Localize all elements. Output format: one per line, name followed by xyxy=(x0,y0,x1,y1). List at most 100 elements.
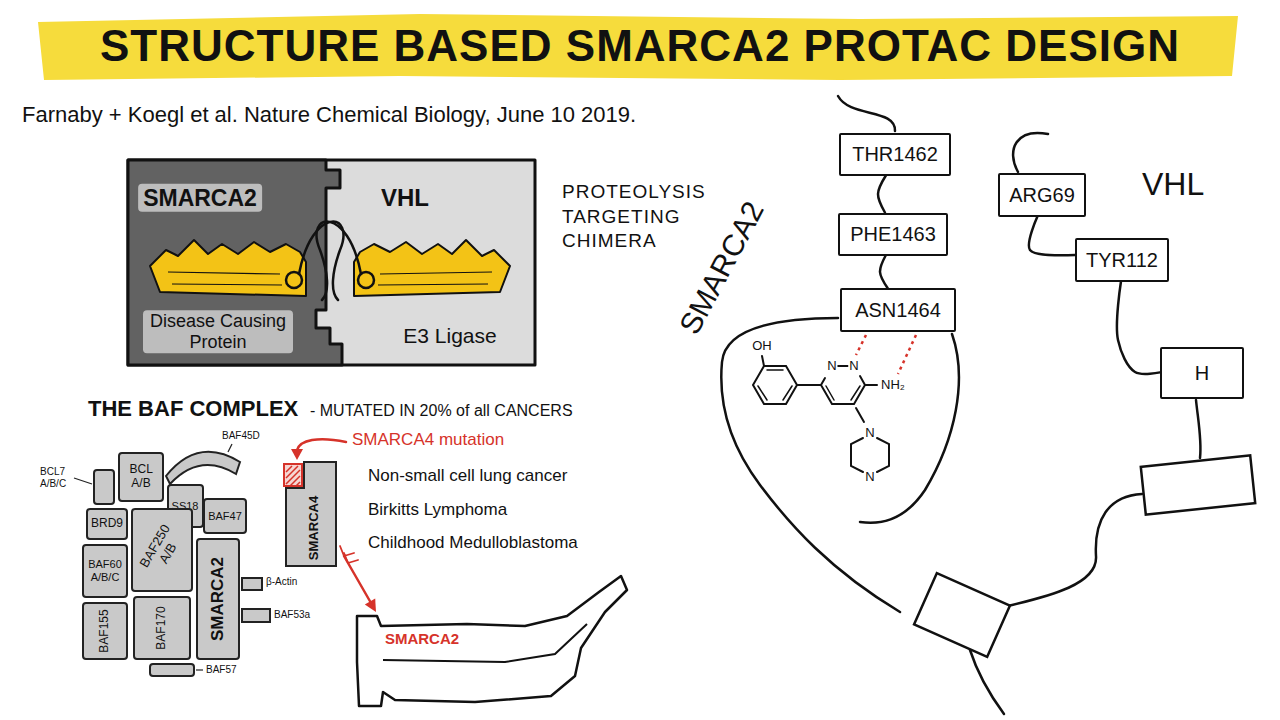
node-text: BAF47 xyxy=(208,510,242,523)
ligand-key xyxy=(150,240,306,296)
title-highlight xyxy=(38,14,1238,80)
node-text: BCL A/B xyxy=(130,463,153,491)
protein-label: VHL xyxy=(1142,166,1204,203)
outline-groove xyxy=(383,624,587,662)
linker-loop xyxy=(317,222,361,300)
title-highlight xyxy=(38,14,1238,80)
node-text: BAF250 A/B xyxy=(137,522,186,578)
atom-label: N xyxy=(864,426,875,441)
subunit-label: BAF57 xyxy=(206,664,237,676)
backbone-connector xyxy=(1117,282,1160,374)
title: STRUCTURE BASED SMARCA2 PROTAC DESIGN xyxy=(100,21,1180,72)
subunit-label: β-Actin xyxy=(266,576,297,588)
leader-line xyxy=(196,669,203,670)
cancer-type: Childhood Medulloblastoma xyxy=(368,533,578,553)
subunit-piece: BAF60 A/B/C xyxy=(82,544,128,598)
protein-backbone xyxy=(838,96,895,131)
subunit-label: BAF45D xyxy=(222,430,260,442)
leader-line xyxy=(74,478,92,484)
atom-label: N xyxy=(864,470,875,485)
annotation-text: - MUTATED IN 20% of all CANCERS xyxy=(310,402,573,420)
citation: Farnaby + Koegl et al. Nature Chemical B… xyxy=(22,102,636,127)
arrow-feather xyxy=(340,546,358,563)
subunit-piece: BAF155 xyxy=(82,602,128,660)
mutation-hatching xyxy=(286,466,300,486)
arrow-head xyxy=(291,449,303,460)
subunit-outline xyxy=(357,576,627,706)
protein-backbone xyxy=(721,318,900,612)
key-groove xyxy=(168,272,492,285)
residue-box: TYR112 xyxy=(1075,238,1169,282)
residue-box: ARG69 xyxy=(998,173,1086,217)
subunit-piece: SMARCA2 xyxy=(196,538,240,660)
section-heading: THE BAF COMPLEX xyxy=(88,396,298,421)
leader-line xyxy=(74,444,232,670)
protein-backbone xyxy=(1008,494,1142,606)
mutation-site xyxy=(284,464,302,486)
residue-box xyxy=(914,573,1010,657)
mutated-subunit: SMARCA4 xyxy=(280,458,340,570)
protein-backbone xyxy=(1196,400,1201,458)
hydrogen-bond xyxy=(898,335,916,374)
node-text: TYR112 xyxy=(1086,249,1158,272)
subunit-piece: BRD9 xyxy=(86,508,128,540)
subunit-piece: BAF47 xyxy=(203,498,247,534)
residue-box: PHE1463 xyxy=(838,213,948,256)
atom-label: N xyxy=(826,359,837,374)
piperazine-ring xyxy=(851,438,889,472)
subunit-piece: BAF250 A/B xyxy=(131,508,193,592)
annotation-text: PROTEOLYSIS TARGETING CHIMERA xyxy=(562,180,727,254)
residue-box: THR1462 xyxy=(839,133,951,176)
cancer-type: Birkitts Lymphoma xyxy=(368,500,507,520)
arrow-head xyxy=(365,599,376,612)
residue-box: ASN1464 xyxy=(840,288,956,332)
linker-loop xyxy=(299,222,343,300)
subunit-piece xyxy=(150,664,194,676)
subunit-outline: SMARCA2 xyxy=(355,572,629,708)
node-text: BRD9 xyxy=(91,517,123,531)
double-bond xyxy=(758,370,792,400)
subunit-label: BAF53a xyxy=(274,609,310,621)
protein-backbone xyxy=(970,650,1004,714)
subunit-piece xyxy=(94,470,114,504)
mutation-heading: SMARCA4 mutation xyxy=(352,430,504,450)
subunit-piece xyxy=(242,578,262,590)
backbone-connector xyxy=(878,176,886,213)
node-text: ARG69 xyxy=(1009,184,1075,207)
panel-caption: Disease Causing Protein xyxy=(143,310,293,353)
ligand-molecule xyxy=(753,356,889,472)
ligand-key xyxy=(150,240,510,296)
node-text: SMARCA2 xyxy=(385,630,459,647)
bond xyxy=(865,384,877,386)
cancer-type: Non-small cell lung cancer xyxy=(368,466,567,486)
backbone-connector xyxy=(880,256,888,289)
atom-label: NH₂ xyxy=(880,378,906,393)
subunit-piece xyxy=(166,452,240,484)
protein-label: SMARCA2 xyxy=(673,196,772,340)
bond xyxy=(856,408,864,422)
protein-panel-fill xyxy=(128,160,342,365)
node-text: BAF170 xyxy=(155,606,169,649)
node-text: SMARCA2 xyxy=(208,557,228,641)
node-text: BAF60 A/B/C xyxy=(88,558,122,583)
hydrogen-bond xyxy=(856,335,866,355)
residue-box xyxy=(1141,455,1255,514)
leader-line xyxy=(228,444,232,452)
node-text: PHE1463 xyxy=(850,223,936,246)
protac-linker xyxy=(286,222,374,300)
node-text: BAF155 xyxy=(98,609,112,652)
subunit-piece xyxy=(242,609,270,622)
protac-panel xyxy=(128,160,535,365)
panel-caption: E3 Ligase xyxy=(403,324,496,348)
ligase-panel-fill xyxy=(128,160,535,365)
bond xyxy=(762,356,764,366)
protein-backbone xyxy=(860,334,959,523)
atom-label: N xyxy=(848,359,859,374)
ligand-key xyxy=(354,240,510,296)
atom-label: OH xyxy=(751,339,773,354)
residue-box: H xyxy=(1160,347,1244,399)
panel-title: SMARCA2 xyxy=(138,184,262,212)
node-text: THR1462 xyxy=(852,143,938,166)
backbone-connector xyxy=(1029,217,1075,255)
